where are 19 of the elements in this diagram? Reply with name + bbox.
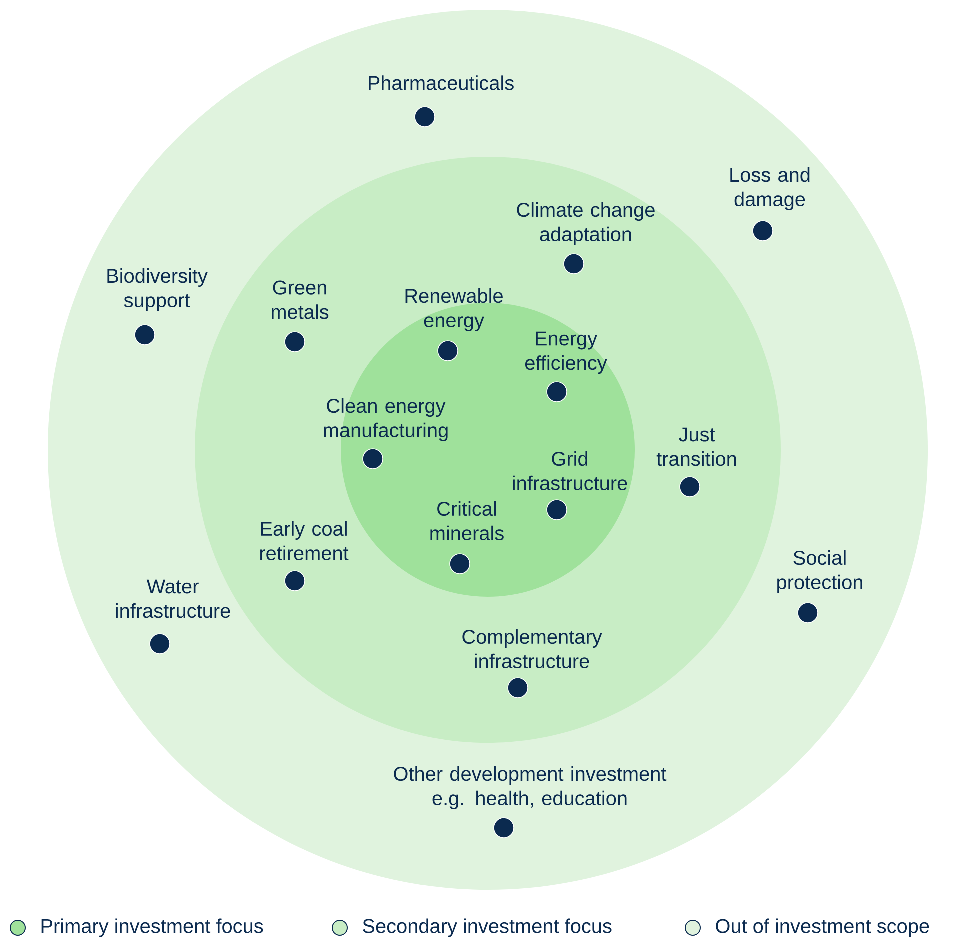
item-label: Early coal retirement	[260, 521, 349, 560]
item-label: Grid infrastructure	[513, 451, 628, 490]
item-label: Critical minerals	[430, 501, 504, 540]
item-label: Loss and damage	[730, 168, 810, 210]
item-label: Biodiversity support	[108, 268, 208, 312]
item-label: Just transition	[656, 428, 736, 466]
item-label: Social protection	[778, 550, 862, 594]
item-label: Climate change adaptation	[517, 202, 655, 246]
legend-text: Secondary investment focus	[363, 918, 612, 938]
item-label: Pharmaceuticals	[369, 76, 514, 90]
item-label: Clean energy manufacturing	[324, 398, 448, 442]
item-label: Green metals	[272, 280, 329, 320]
item-label: Renewable energy	[406, 288, 503, 332]
legend-text: Out of investment scope	[716, 918, 930, 938]
item-label: Energy efficiency	[526, 332, 608, 374]
item-label: Water infrastructure	[116, 580, 230, 618]
item-label: Other development investment e.g. health, education	[394, 766, 667, 810]
legend-text: Primary investment focus	[42, 918, 264, 938]
item-label: Complementary infrastructure	[462, 629, 602, 668]
